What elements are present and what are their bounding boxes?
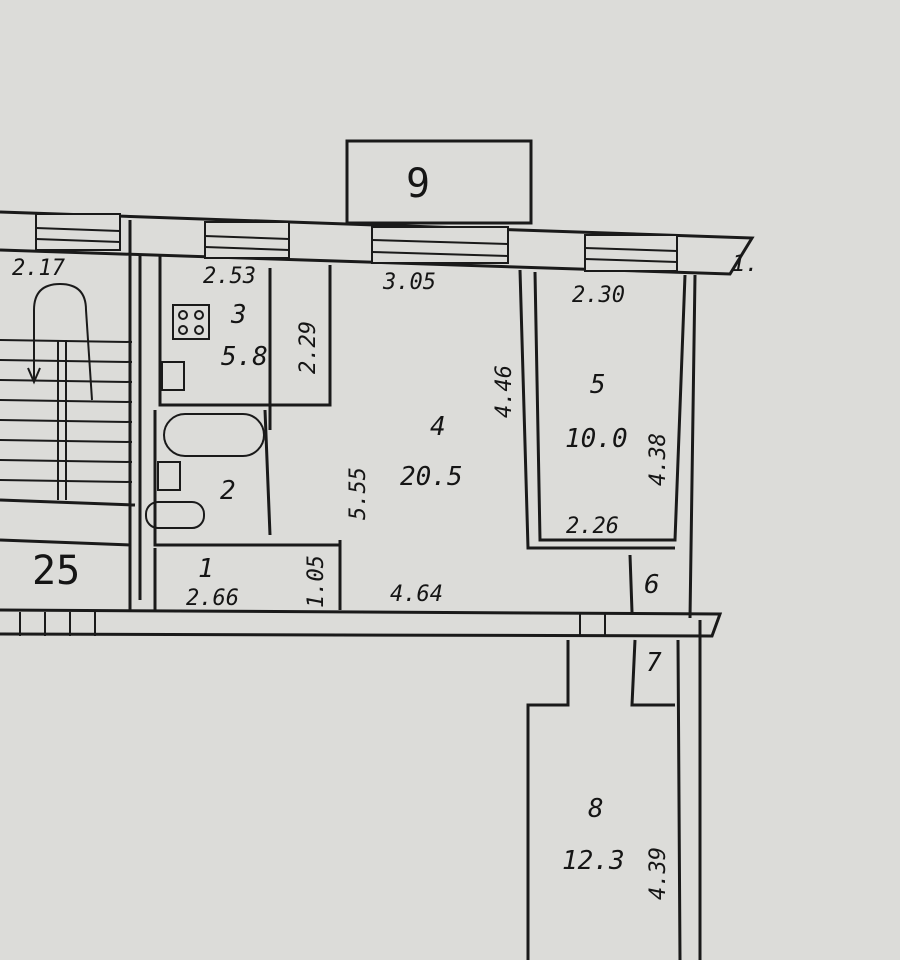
room-4-width: 3.05 [383,270,436,295]
room-4-bottom: 4.64 [390,582,443,607]
window-line [35,227,121,232]
washbasin-icon [157,461,181,491]
window-line [35,238,121,243]
stair-steps [0,282,133,500]
outer-wall-middle [0,608,723,638]
window-line [584,247,678,252]
room-1-depth: 1.05 [304,555,329,608]
room-5-walls [533,271,697,619]
room-5-number: 5 [590,370,606,400]
corridor-walls [153,540,342,610]
room-8-walls [526,620,702,960]
room-4-area: 20.5 [400,462,463,492]
room-3-number: 3 [231,300,247,330]
sink-icon [161,361,185,391]
room-6-number: 6 [644,570,660,600]
room-6-walls [628,554,675,707]
burner [178,325,188,335]
stairs-width: 2.17 [12,256,65,281]
room-8-depth: 4.39 [646,847,671,900]
window-4 [584,234,678,272]
stair-walls [0,220,142,610]
room-4-depth: 5.55 [346,467,371,520]
room-3-depth: 2.29 [296,321,321,374]
bathtub-icon [163,413,265,457]
balcony-outline [345,139,533,225]
room-3-area: 5.8 [221,342,268,372]
room-1-number: 1 [198,554,214,584]
kitchen-walls [158,256,332,407]
room-5-area: 10.0 [565,424,628,454]
window-line [371,251,509,257]
window-line [584,258,678,263]
wall-ticks [19,612,606,636]
room-5-bottom: 2.26 [566,514,619,539]
room-5-width: 2.30 [572,283,625,308]
room-4-walls [268,268,675,550]
balcony-number: 9 [406,161,431,207]
stove-icon [172,304,210,340]
room-2-number: 2 [220,476,236,506]
outer-wall-top [0,210,755,276]
toilet-icon [145,501,205,529]
room-8-area: 12.3 [562,846,625,876]
room-7-number: 7 [646,648,662,678]
burner [194,325,204,335]
window-3 [371,226,509,264]
room-3-width: 2.53 [203,264,256,289]
burner [194,310,204,320]
window-2 [204,221,290,259]
room-1-width: 2.66 [186,586,239,611]
burner [178,310,188,320]
stairs-number: 25 [32,548,81,594]
plan-marker: 1. [732,252,759,277]
window-line [204,246,290,251]
window-line [371,239,509,245]
window-line [204,235,290,240]
bathroom-walls [153,409,340,547]
room-8-number: 8 [588,794,604,824]
room-4-side: 4.46 [492,365,517,418]
room-5-depth: 4.38 [646,433,671,486]
window-1 [35,213,121,251]
room-4-number: 4 [430,412,446,442]
